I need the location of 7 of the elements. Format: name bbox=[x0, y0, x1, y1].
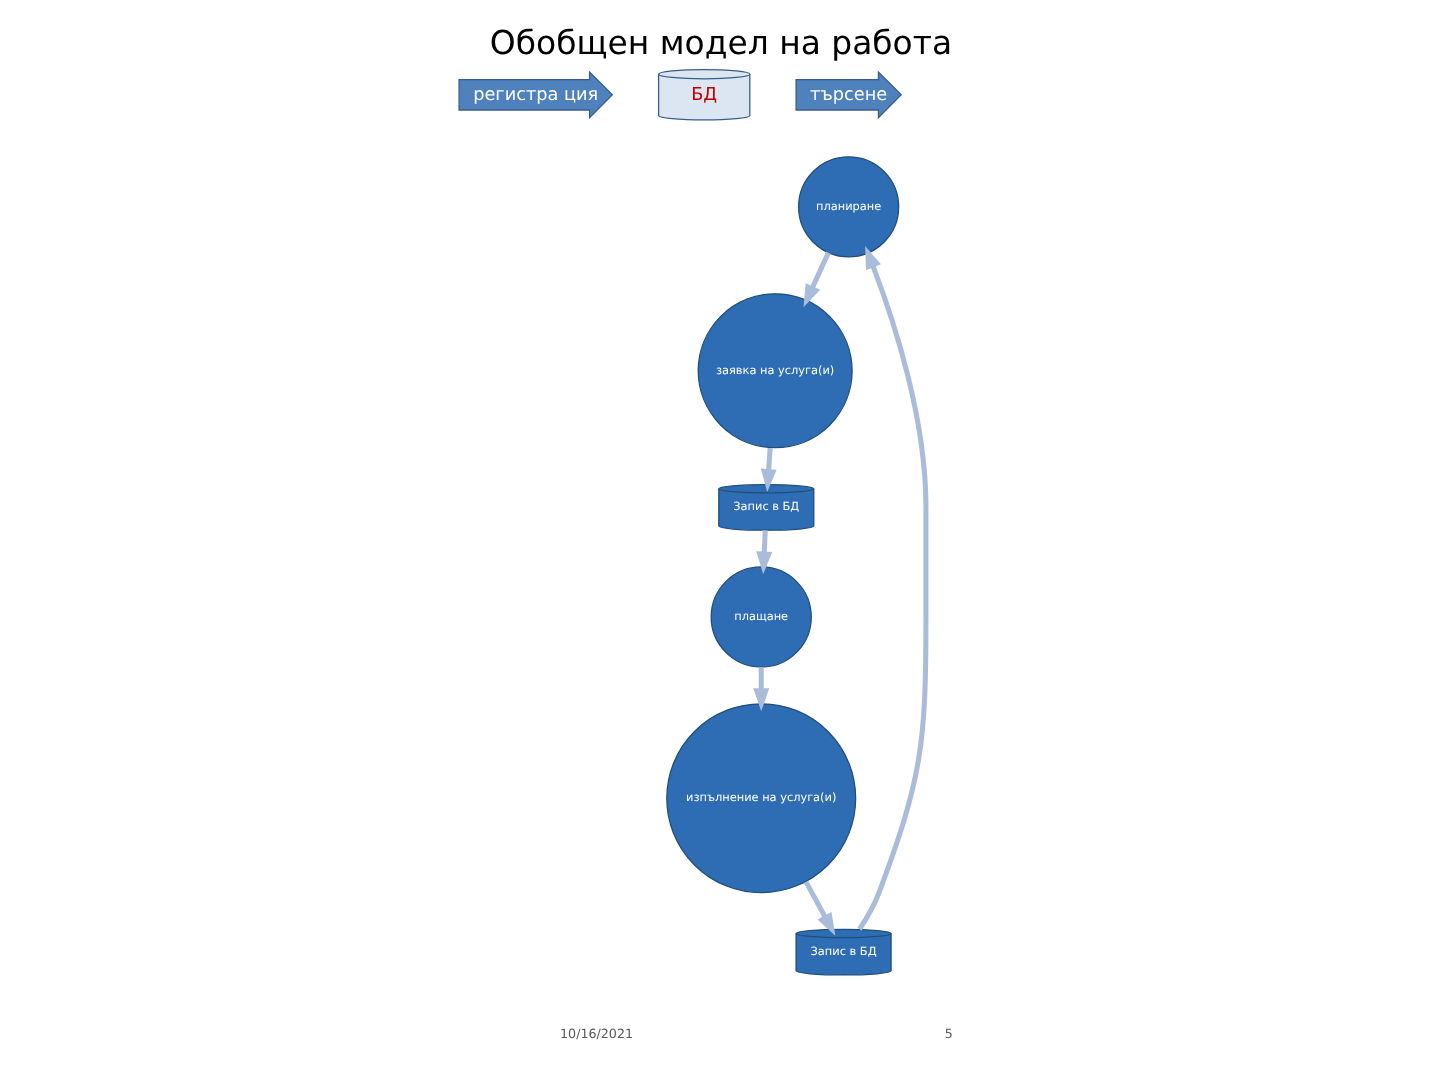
diagram-title: Обобщен модел на работа bbox=[488, 24, 952, 63]
arrow bbox=[856, 246, 928, 931]
arrow bbox=[755, 530, 772, 575]
arrow bbox=[802, 880, 835, 936]
arrow bbox=[802, 251, 830, 308]
arrow bbox=[759, 447, 776, 492]
arrow bbox=[752, 667, 769, 712]
